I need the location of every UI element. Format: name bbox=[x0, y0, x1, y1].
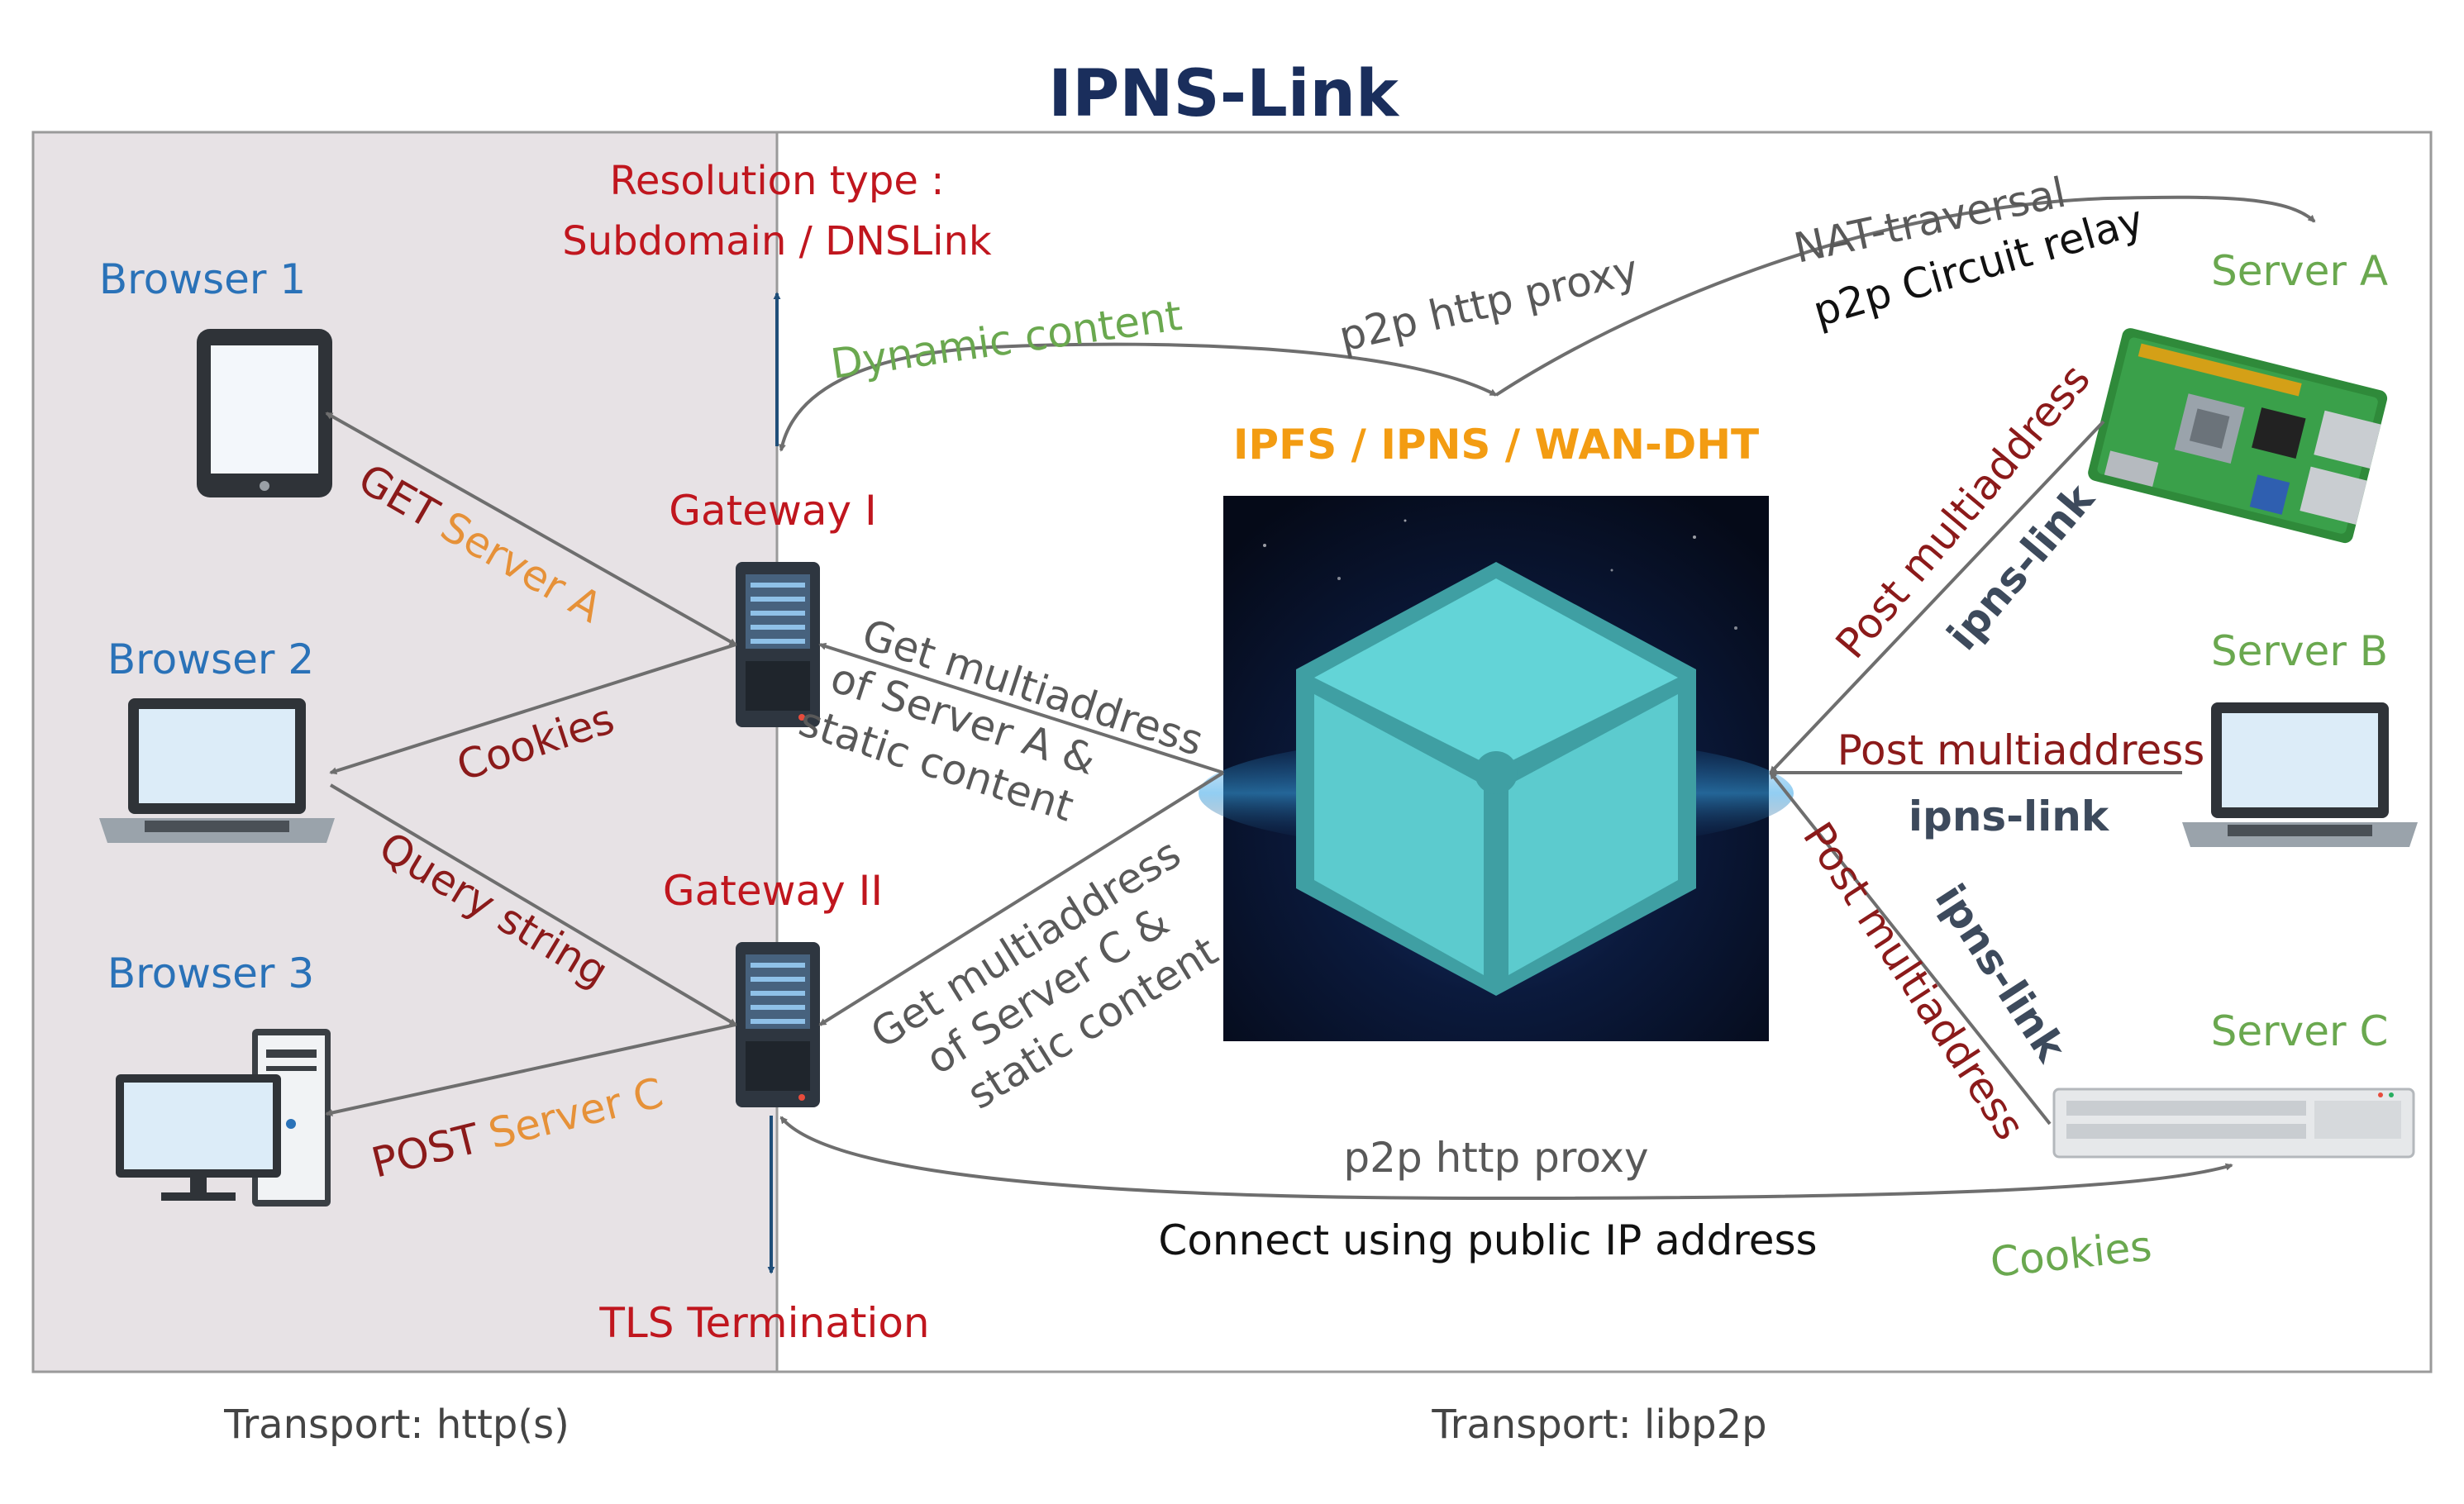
transport-libp2p-label: Transport: libp2p bbox=[1431, 1402, 1766, 1448]
ipns-link-b-label: ipns-link bbox=[1909, 792, 2110, 840]
ipfs-cube-icon bbox=[1199, 496, 1794, 1041]
server-a-label: Server A bbox=[2211, 247, 2388, 295]
resolution-type-label: Resolution type : bbox=[610, 158, 945, 204]
laptop-icon bbox=[99, 698, 335, 843]
gateway-2-server-icon bbox=[736, 942, 820, 1107]
post-multiaddress-b-label: Post multiaddress bbox=[1837, 726, 2205, 774]
arrow-browser2-to-gw2 bbox=[329, 783, 737, 1026]
arrow-gw1-to-browser1 bbox=[325, 412, 737, 646]
arrow-nat-traversal bbox=[1494, 195, 2316, 397]
desktop-computer-icon bbox=[116, 1029, 331, 1207]
raspberry-pi-board-icon bbox=[2088, 328, 2388, 544]
laptop-icon bbox=[2182, 702, 2418, 847]
ipfs-label: IPFS / IPNS / WAN-DHT bbox=[1233, 421, 1759, 469]
arrow-gw2-to-browser3 bbox=[325, 1023, 736, 1116]
resolution-type-value: Subdomain / DNSLink bbox=[562, 218, 992, 264]
arrow-dynamic-content bbox=[779, 342, 1498, 452]
arrow-ipfs-to-gw1 bbox=[818, 642, 1224, 774]
arrow-server-a-to-ipfs bbox=[1769, 420, 2105, 774]
connect-public-ip-label: Connect using public IP address bbox=[1158, 1216, 1817, 1264]
server-c-label: Server C bbox=[2211, 1007, 2389, 1055]
browser-2-label: Browser 2 bbox=[107, 635, 314, 683]
gateway-1-label: Gateway I bbox=[669, 487, 877, 535]
gateway-1-server-icon bbox=[736, 562, 820, 727]
arrow-ipfs-to-gw2 bbox=[818, 771, 1225, 1026]
gateway-2-label: Gateway II bbox=[663, 867, 883, 915]
arrow-server-c-to-ipfs bbox=[1769, 771, 2052, 1126]
arrow-gw2-to-server-c bbox=[779, 1116, 2233, 1201]
rack-server-icon bbox=[2052, 1088, 2415, 1159]
tablet-icon bbox=[197, 329, 332, 497]
diagram-title: IPNS-Link bbox=[1048, 57, 1400, 131]
browser-1-label: Browser 1 bbox=[99, 255, 306, 303]
arrow-gw1-to-browser2 bbox=[329, 643, 736, 775]
browser-3-label: Browser 3 bbox=[107, 950, 314, 997]
server-b-label: Server B bbox=[2211, 627, 2388, 675]
tls-termination-label: TLS Termination bbox=[598, 1299, 929, 1347]
p2p-http-proxy-bottom-label: p2p http proxy bbox=[1343, 1134, 1648, 1182]
transport-http-label: Transport: http(s) bbox=[223, 1402, 570, 1448]
